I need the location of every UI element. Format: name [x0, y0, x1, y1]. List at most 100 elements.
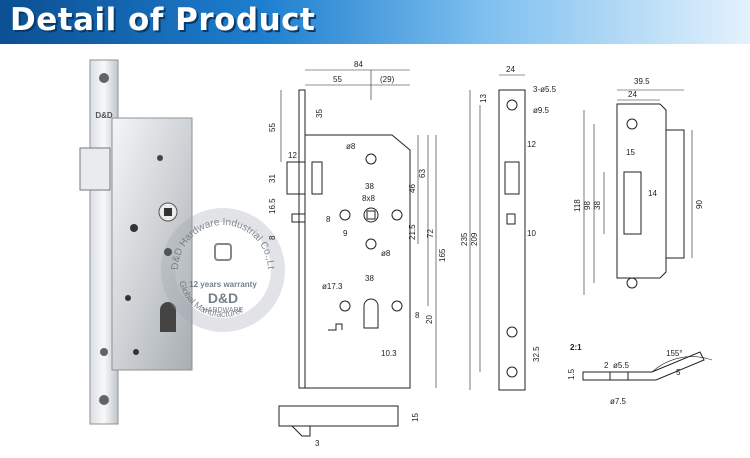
- dim-left-31: 31: [268, 174, 277, 183]
- dim-fp-slot-10: 10: [527, 229, 536, 238]
- detail-counter: ø7.5: [610, 397, 627, 406]
- dim-fp-209: 209: [470, 232, 479, 246]
- lock-photo: D&D: [79, 59, 193, 425]
- dim-st-118: 118: [573, 199, 582, 212]
- dim-follower-dia: ø8: [346, 142, 356, 151]
- dim-left-55: 55: [268, 123, 277, 132]
- dim-overall-width: 84: [354, 60, 363, 69]
- dim-38-low: 38: [365, 274, 374, 283]
- drawing-deadbolt: [291, 213, 306, 223]
- dim-screw-dia: ø8: [381, 249, 391, 258]
- dim-st-38: 38: [593, 201, 602, 210]
- faceplate-drawing: [469, 74, 526, 391]
- dim-fp-hole-dia: ø9.5: [533, 106, 550, 115]
- faceplate-outline: [498, 89, 526, 391]
- drawing-bolt-bottom: [278, 405, 399, 427]
- faceplate-bolt-slot: [506, 213, 516, 225]
- detail-profile: [582, 351, 705, 381]
- drawing-hole: [391, 209, 403, 221]
- faceplate-hole: [506, 326, 518, 338]
- dim-fp-235: 235: [460, 232, 469, 246]
- dim-fp-32-5: 32.5: [532, 346, 541, 362]
- dim-st-24: 24: [628, 90, 637, 99]
- faceplate-labels: 24 13 3-ø5.5 ø9.5 235 209 12 10 32.5: [460, 65, 557, 362]
- watermark-ring: [161, 208, 285, 332]
- dim-st-15: 15: [626, 148, 635, 157]
- dim-backset: 55: [333, 75, 342, 84]
- dim-fp-width: 24: [506, 65, 515, 74]
- detail-drawing: [582, 351, 713, 381]
- faceplate-brand: D&D: [95, 111, 113, 120]
- strike-lip: [666, 129, 685, 259]
- dim-fp-holes: 3-ø5.5: [533, 85, 557, 94]
- drawing-hole: [339, 300, 351, 312]
- dim-st-98: 98: [583, 201, 592, 210]
- latch-bolt: [79, 147, 111, 191]
- case-rivet: [125, 295, 131, 301]
- page-title: Detail of Product: [10, 2, 316, 38]
- lock-case: [111, 117, 193, 371]
- detail-angle-arc: [651, 356, 713, 373]
- case-rivet: [130, 224, 138, 232]
- detail-scale: 2:1: [570, 343, 582, 352]
- dim-10-3: 10.3: [381, 349, 397, 358]
- faceplate-hole: [99, 73, 109, 83]
- watermark-sub: HARDWARE: [203, 307, 244, 314]
- dim-top-35: 35: [315, 109, 324, 118]
- detail-angle: 155°: [666, 349, 683, 358]
- dim-st-39-5: 39.5: [634, 77, 650, 86]
- dim-fp-slot-12: 12: [527, 140, 536, 149]
- detail-dim-5: 5: [676, 368, 681, 377]
- dim-20: 20: [425, 315, 434, 324]
- case-rivet: [157, 155, 163, 161]
- strike-outline: [616, 103, 667, 279]
- dim-left-16-5: 16.5: [268, 198, 277, 214]
- dim-follower-sq: 8x8: [362, 194, 375, 203]
- dim-st-90: 90: [695, 200, 704, 209]
- drawing-faceplate-side: [298, 89, 306, 389]
- dim-165: 165: [438, 248, 447, 262]
- product-detail-svg: D&D D&D Hardware Industrial Co.,Ltd Glob…: [0, 0, 713, 448]
- drawing-follower-square: [366, 210, 376, 220]
- strike-hole: [626, 277, 638, 289]
- dim-46: 46: [408, 184, 417, 193]
- faceplate-hole: [99, 395, 109, 405]
- dim-63: 63: [418, 169, 427, 178]
- faceplate-hole: [100, 348, 108, 356]
- dim-8-mid: 8: [326, 215, 331, 224]
- drawing-hole: [391, 300, 403, 312]
- dim-left-8: 8: [268, 235, 277, 240]
- watermark-brand: D&D: [208, 290, 238, 306]
- detail-dim-1-5: 1.5: [567, 368, 576, 380]
- dim-38-top: 38: [365, 182, 374, 191]
- header-banner: Detail of Product: [0, 0, 750, 44]
- dim-bolt-3: 3: [315, 439, 320, 448]
- cylinder-hole: [160, 302, 176, 332]
- drawing-bolt-tip: [291, 425, 311, 437]
- drawing-hole: [365, 238, 377, 250]
- drawing-follower: [363, 207, 379, 223]
- strike-labels: 39.5 24 118 98 38 15 14 90: [573, 77, 704, 212]
- detail-labels: 2:1 155° 5 1.5 2 ø5.5 ø7.5: [567, 343, 683, 406]
- strike-opening: [623, 171, 642, 235]
- dim-st-14: 14: [648, 189, 657, 198]
- dim-latch-12: 12: [288, 151, 297, 160]
- detail-hole: ø5.5: [613, 361, 630, 370]
- case-rivet: [133, 349, 139, 355]
- dim-21-5: 21.5: [408, 224, 417, 240]
- faceplate-hole: [506, 99, 518, 111]
- detail-dim-2: 2: [604, 361, 609, 370]
- dim-bolt-15: 15: [411, 413, 420, 422]
- watermark-emblem-icon: [214, 243, 232, 261]
- dim-fp-13: 13: [479, 94, 488, 103]
- main-drawing: [278, 69, 437, 437]
- drawing-latch-spring: [311, 161, 323, 195]
- strike-drawing: [583, 89, 693, 295]
- dim-cyl-dia: ø17.3: [322, 282, 343, 291]
- dim-9: 9: [343, 229, 348, 238]
- faceplate-latch-slot: [504, 161, 520, 195]
- drawing-case-outline: [305, 134, 411, 389]
- dim-front-to-cyl: (29): [380, 75, 395, 84]
- drawing-latch: [286, 161, 306, 195]
